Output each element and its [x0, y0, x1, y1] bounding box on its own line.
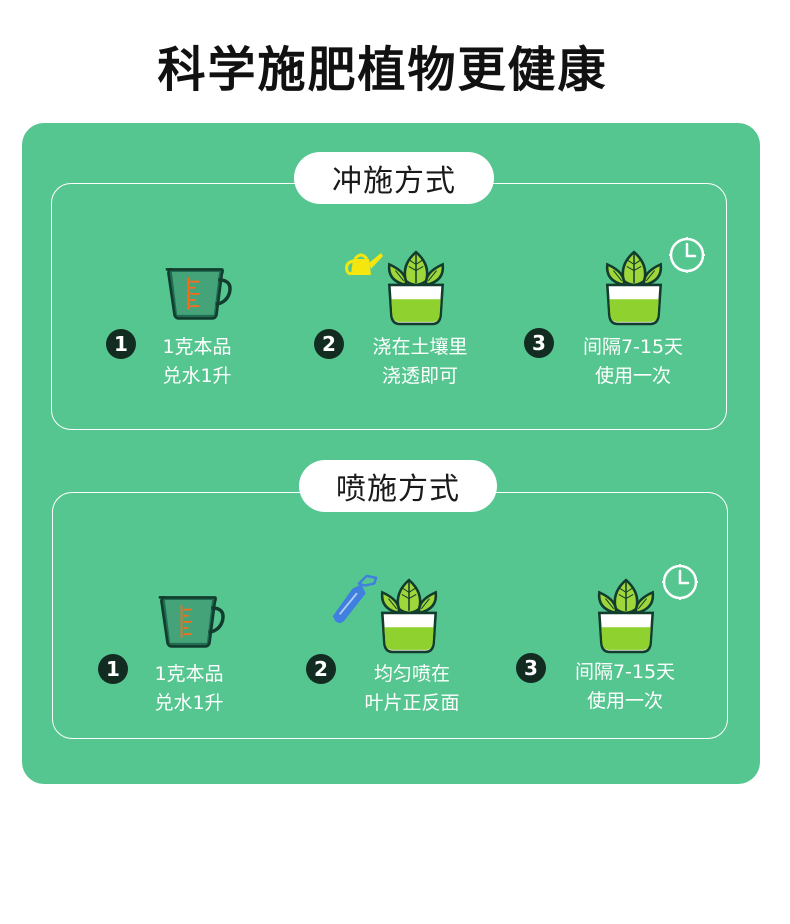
- step-line1: 浇在土壤里: [372, 336, 468, 358]
- potted-plant-icon: [385, 250, 447, 327]
- clock-icon: [660, 562, 700, 602]
- step-text: 1克本品 兑水1升: [147, 333, 247, 391]
- measuring-cup-icon: [157, 590, 227, 652]
- section-heading-spray: 喷施方式: [299, 460, 497, 512]
- potted-plant-icon: [378, 578, 440, 655]
- potted-plant-icon: [603, 250, 665, 327]
- step-number-badge: 2: [306, 654, 336, 684]
- step-text: 浇在土壤里 浇透即可: [355, 333, 485, 391]
- spray-bottle-icon: [332, 572, 380, 624]
- step-number-badge: 3: [524, 328, 554, 358]
- step-number-badge: 3: [516, 653, 546, 683]
- step-text: 间隔7-15天 使用一次: [560, 658, 690, 716]
- step-line2: 使用一次: [586, 690, 663, 712]
- watering-can-icon: [343, 247, 383, 281]
- potted-plant-icon: [595, 578, 657, 655]
- step-line2: 叶片正反面: [364, 692, 460, 714]
- step-line2: 兑水1升: [154, 692, 224, 714]
- step-line1: 1克本品: [162, 336, 232, 358]
- step-line1: 间隔7-15天: [582, 336, 684, 358]
- section-heading-flush: 冲施方式: [294, 152, 494, 204]
- clock-icon: [667, 235, 707, 275]
- step-line2: 兑水1升: [162, 365, 232, 387]
- step-text: 1克本品 兑水1升: [139, 660, 239, 718]
- step-number-badge: 2: [314, 329, 344, 359]
- step-line1: 均匀喷在: [373, 663, 450, 685]
- step-text: 均匀喷在 叶片正反面: [347, 660, 477, 718]
- step-text: 间隔7-15天 使用一次: [568, 333, 698, 391]
- step-number-badge: 1: [106, 329, 136, 359]
- step-line1: 1克本品: [154, 663, 224, 685]
- step-line2: 使用一次: [594, 365, 671, 387]
- page-title: 科学施肥植物更健康: [157, 42, 608, 98]
- step-line1: 间隔7-15天: [574, 661, 676, 683]
- step-number-badge: 1: [98, 654, 128, 684]
- instruction-panel: [22, 123, 760, 784]
- measuring-cup-icon: [164, 262, 234, 324]
- step-line2: 浇透即可: [381, 365, 458, 387]
